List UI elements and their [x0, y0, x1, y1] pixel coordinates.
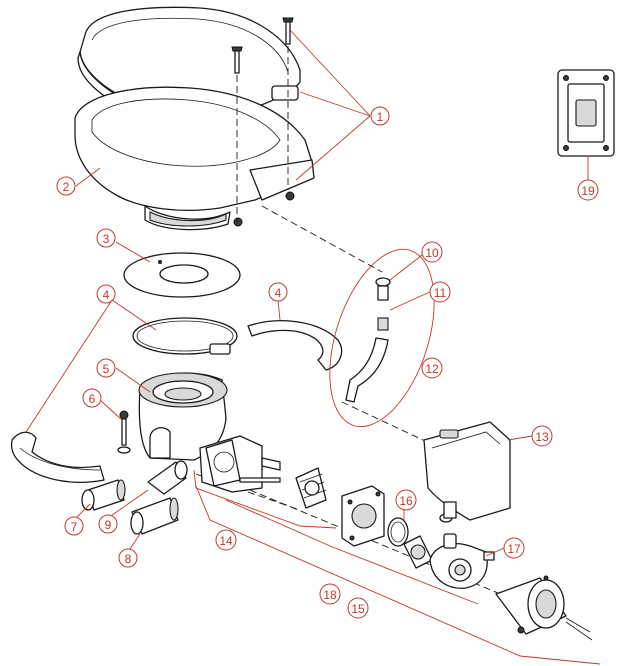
callout-3: 3 — [96, 228, 116, 248]
callout-6: 6 — [82, 388, 102, 408]
callout-17: 17 — [503, 537, 525, 559]
callout-4-left: 4 — [96, 284, 116, 304]
callout-8-label: 8 — [125, 552, 132, 566]
callout-10-label: 10 — [425, 246, 439, 260]
callout-18: 18 — [319, 583, 341, 605]
callout-16-label: 16 — [399, 494, 413, 508]
callout-1: 1 — [370, 106, 390, 126]
callout-10: 10 — [421, 241, 443, 263]
callout-9: 9 — [98, 514, 118, 534]
motor-cover — [423, 421, 511, 521]
callout-2-label: 2 — [63, 180, 70, 194]
seat-bolts — [231, 17, 294, 74]
check-valve — [147, 460, 188, 495]
callout-14: 14 — [215, 529, 237, 551]
callout-9-label: 9 — [105, 518, 112, 532]
pump-body — [429, 533, 495, 589]
flange-plate — [123, 252, 241, 298]
inlet-fitting — [81, 479, 126, 511]
callout-11: 11 — [429, 281, 451, 303]
callout-18-label: 18 — [323, 588, 337, 602]
callout-11-label: 11 — [434, 286, 447, 300]
toilet-bowl — [74, 86, 315, 231]
outlet-fitting — [130, 497, 179, 535]
hose-group-outline — [329, 248, 435, 428]
callout-4-right: 4 — [268, 282, 288, 302]
half-ring-left — [10, 431, 105, 483]
callout-4-right-label: 4 — [275, 286, 282, 300]
callout-17-label: 17 — [507, 542, 521, 556]
callout-19: 19 — [577, 179, 599, 201]
macerator-kit — [239, 457, 327, 509]
pump-motor — [495, 575, 593, 641]
callout-8: 8 — [118, 548, 138, 568]
callout-16: 16 — [395, 489, 417, 511]
wall-switch — [557, 69, 615, 157]
pump-base-housing — [138, 372, 263, 493]
callout-3-label: 3 — [103, 232, 110, 246]
callout-5: 5 — [96, 358, 116, 378]
impeller-kit — [387, 513, 453, 569]
callout-4-left-label: 4 — [103, 288, 110, 302]
callout-12: 12 — [421, 357, 443, 379]
callout-7: 7 — [64, 516, 84, 536]
callout-14-label: 14 — [219, 534, 233, 548]
callout-1-label: 1 — [377, 110, 384, 124]
mounting-screw — [117, 410, 131, 454]
callout-2: 2 — [56, 176, 76, 196]
kit-brackets — [193, 469, 601, 665]
callout-7-label: 7 — [71, 520, 78, 534]
half-ring-right — [247, 320, 343, 371]
callout-15: 15 — [347, 597, 369, 619]
callout-19-label: 19 — [581, 184, 595, 198]
callout-5-label: 5 — [103, 362, 110, 376]
callout-12-label: 12 — [425, 362, 439, 376]
discharge-hose — [345, 277, 391, 403]
band-clamp — [132, 317, 238, 355]
callout-6-label: 6 — [89, 392, 96, 406]
pump-cover-plate — [341, 485, 385, 547]
callout-15-label: 15 — [351, 602, 365, 616]
callout-13: 13 — [531, 425, 553, 447]
callout-13-label: 13 — [535, 430, 549, 444]
